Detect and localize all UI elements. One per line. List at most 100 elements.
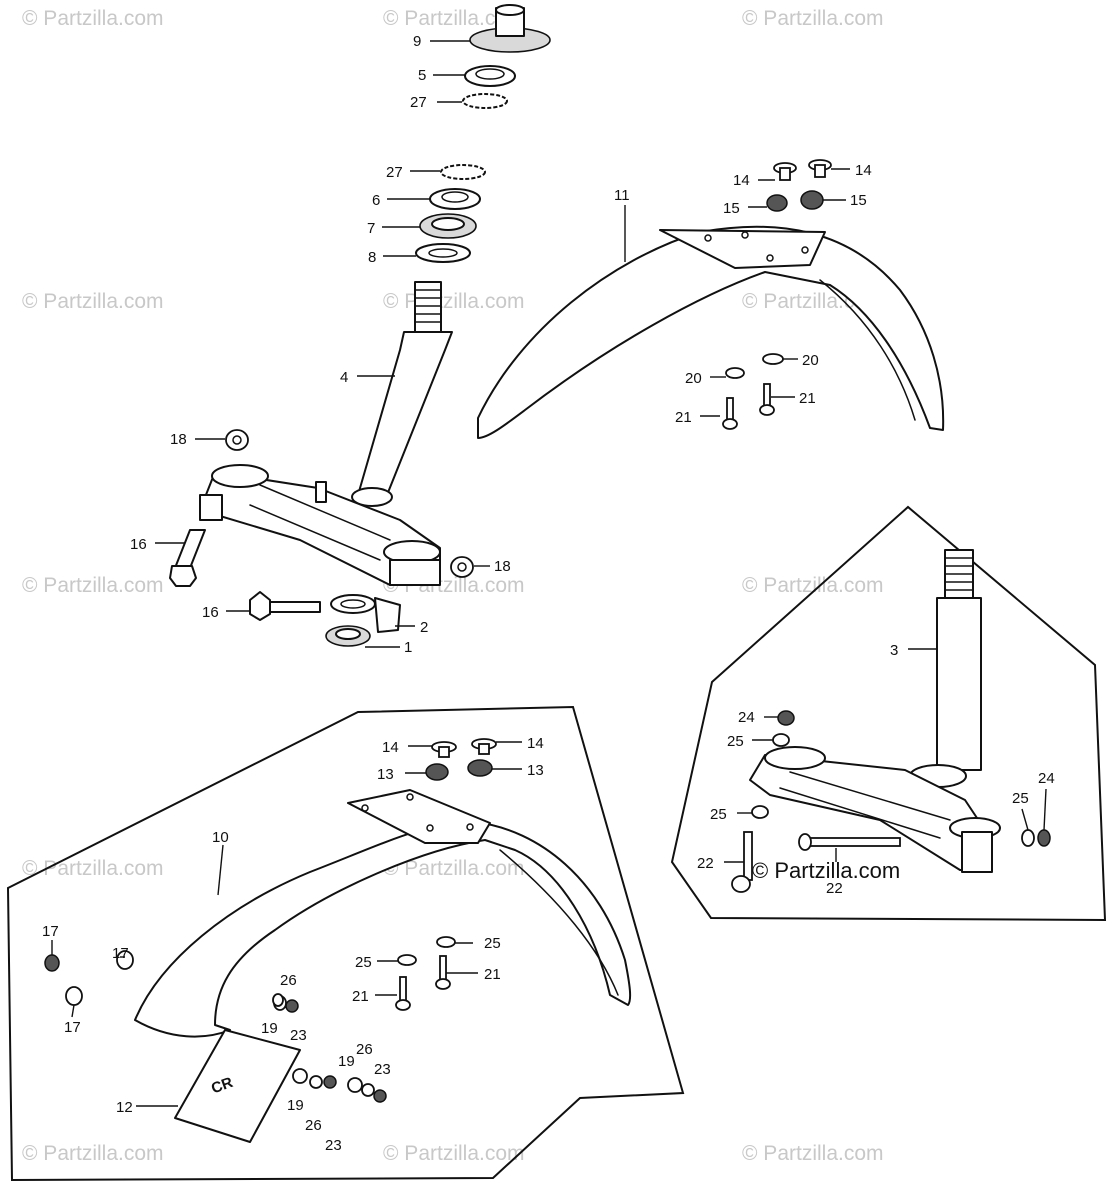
callout-19: 19: [287, 1097, 304, 1114]
plate-emblem-text: CR: [209, 1074, 235, 1097]
callout-16: 16: [130, 536, 147, 553]
steel-balls-27: [462, 93, 508, 109]
watermark: © Partzilla.com: [22, 574, 164, 597]
callout-4: 4: [340, 369, 348, 386]
bolt-17: [116, 950, 134, 970]
callout-16: 16: [202, 604, 219, 621]
bolt-21: [395, 976, 411, 1011]
callout-17: 17: [42, 923, 59, 940]
washer-8: [415, 243, 471, 263]
callout-13: 13: [377, 766, 394, 783]
bolt-22: [731, 831, 753, 893]
callout-19: 19: [261, 1020, 278, 1037]
bolt-17: [65, 986, 83, 1006]
bolt-16: [249, 591, 321, 621]
cushion-13: [467, 759, 493, 777]
bolt-22: [798, 833, 901, 851]
steering-stem-3: [909, 549, 982, 788]
number-plate-12: CR: [174, 1029, 301, 1143]
callout-15: 15: [850, 192, 867, 209]
watermark: © Partzilla.com: [22, 7, 164, 30]
watermark: © Partzilla.com: [22, 857, 164, 880]
callout-22: 22: [697, 855, 714, 872]
callout-12: 12: [116, 1099, 133, 1116]
callout-26: 26: [356, 1041, 373, 1058]
callout-23: 23: [325, 1137, 342, 1154]
washer-25: [751, 805, 769, 819]
callout-20: 20: [802, 352, 819, 369]
steering-stem-group: [169, 4, 551, 647]
washer-19: [347, 1077, 363, 1093]
watermarks: © Partzilla.com © Partzilla.com © Partzi…: [22, 7, 884, 1165]
washer-19: [272, 993, 284, 1007]
bolt-17: [44, 954, 60, 972]
bolt-16: [169, 529, 206, 587]
watermark: © Partzilla.com: [742, 7, 884, 30]
callout-14: 14: [855, 162, 872, 179]
steering-stem-4: [351, 281, 453, 507]
callout-5: 5: [418, 67, 426, 84]
collar-1: [325, 625, 371, 647]
grommet-14: [471, 738, 497, 755]
watermark: © Partzilla.com: [22, 290, 164, 313]
callout-11: 11: [614, 187, 630, 204]
callout-26: 26: [305, 1117, 322, 1134]
callout-7: 7: [367, 220, 375, 237]
callout-25: 25: [355, 954, 372, 971]
washer-20: [725, 367, 745, 379]
bolt-21: [722, 397, 738, 430]
stem-nut-9: [469, 4, 551, 53]
callout-8: 8: [368, 249, 376, 266]
callout-21: 21: [675, 409, 692, 426]
washer-25: [397, 954, 417, 966]
washer-19: [292, 1068, 308, 1084]
callout-21: 21: [484, 966, 501, 983]
washer-26: [309, 1075, 323, 1089]
callout-1: 1: [404, 639, 412, 656]
callout-25: 25: [727, 733, 744, 750]
watermark: © Partzilla.com: [383, 857, 525, 880]
cushion-15: [800, 190, 824, 210]
callout-14: 14: [382, 739, 399, 756]
callouts: 9 5 27 27 6 7 8 4 18 18 16 16 2 1 11 14 …: [42, 33, 1055, 1154]
nut-23: [323, 1075, 337, 1089]
nut-24: [777, 710, 795, 726]
nut-23: [285, 999, 299, 1013]
watermark: © Partzilla.com: [742, 574, 884, 597]
callout-6: 6: [372, 192, 380, 209]
callout-27: 27: [410, 94, 427, 111]
callout-23: 23: [290, 1027, 307, 1044]
fender-10-frame: [6, 705, 685, 1182]
nut-23: [373, 1089, 387, 1103]
front-fender-10: [134, 789, 632, 1038]
washer-26: [361, 1083, 375, 1097]
callout-13: 13: [527, 762, 544, 779]
watermark: © Partzilla.com: [383, 1142, 525, 1165]
callout-17: 17: [112, 945, 129, 962]
callout-25: 25: [1012, 790, 1029, 807]
bottom-bridge-alt: [749, 746, 1001, 873]
callout-24: 24: [1038, 770, 1055, 787]
washer-25: [1021, 829, 1035, 847]
nut-24: [1037, 829, 1051, 847]
bolt-21: [759, 383, 775, 416]
grommet-14: [773, 162, 797, 181]
callout-2: 2: [420, 619, 428, 636]
callout-25: 25: [484, 935, 501, 952]
partzilla-brand-label: © Partzilla.com: [752, 858, 900, 883]
callout-21: 21: [799, 390, 816, 407]
callout-3: 3: [890, 642, 898, 659]
callout-26: 26: [280, 972, 297, 989]
bottom-bridge: [199, 464, 441, 586]
callout-24: 24: [738, 709, 755, 726]
callout-18: 18: [170, 431, 187, 448]
steel-balls-27: [440, 164, 486, 180]
washer-20: [762, 353, 784, 365]
collar-2: [330, 594, 401, 633]
callout-14: 14: [527, 735, 544, 752]
callout-15: 15: [723, 200, 740, 217]
bolt-21: [435, 955, 451, 990]
callout-19: 19: [338, 1053, 355, 1070]
